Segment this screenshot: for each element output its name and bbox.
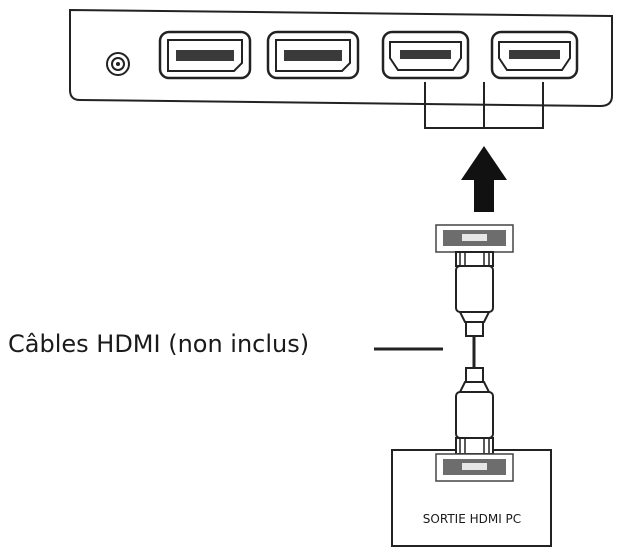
hdmi-port-1-icon xyxy=(381,30,470,80)
displayport-1-icon xyxy=(158,30,252,80)
audio-jack-icon xyxy=(106,52,130,76)
hdmi-ports-bracket xyxy=(424,82,544,129)
hdmi-plug-top-icon xyxy=(435,224,514,337)
hdmi-port-2-icon xyxy=(490,30,579,80)
arrow-up-icon xyxy=(461,146,507,212)
pc-output-label: SORTIE HDMI PC xyxy=(422,512,522,526)
displayport-2-icon xyxy=(266,30,360,80)
hdmi-plug-bottom-icon xyxy=(435,367,514,482)
cable-caption: Câbles HDMI (non inclus) xyxy=(8,330,310,358)
